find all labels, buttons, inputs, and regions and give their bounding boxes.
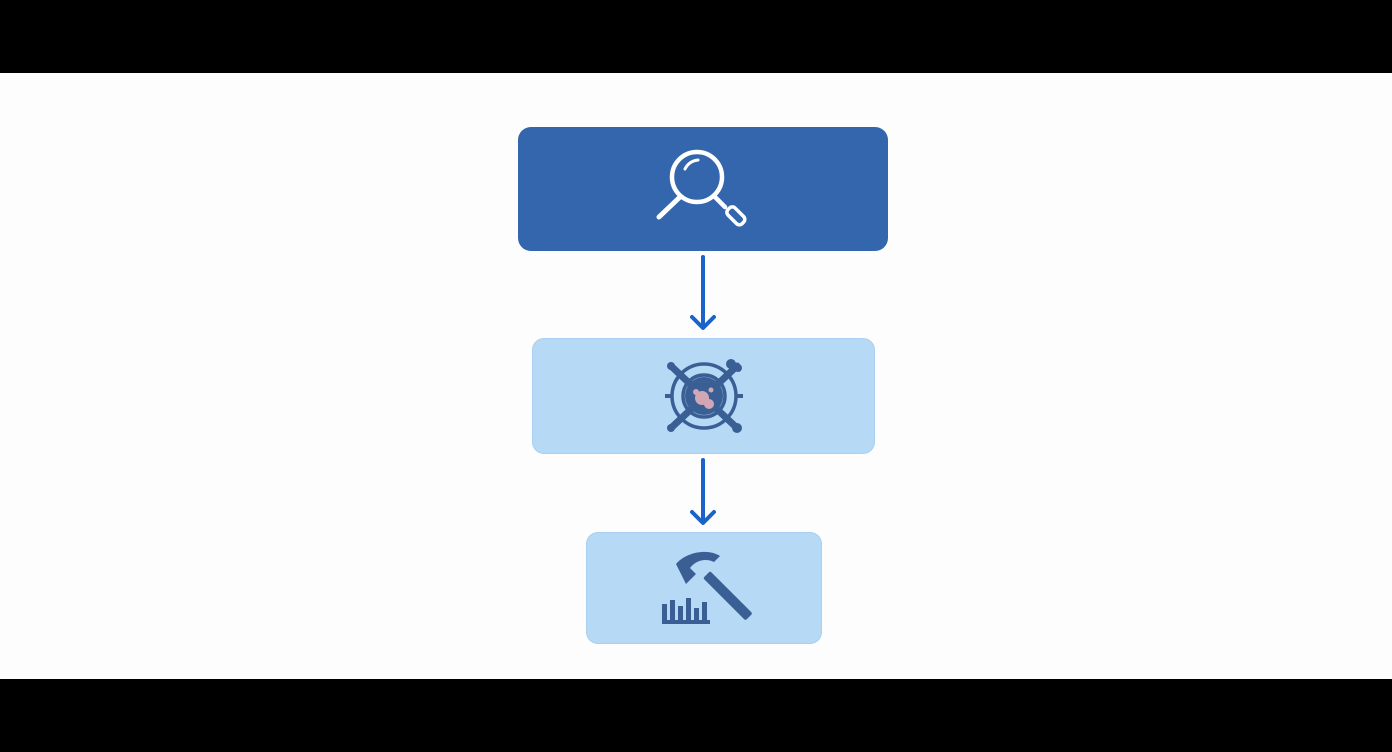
magnifying-glass-icon [656, 149, 747, 227]
handle-right-outer [712, 194, 728, 210]
letterbox-bottom [0, 679, 1392, 752]
lens [669, 149, 725, 205]
flow-step-fix [586, 532, 822, 644]
diagram-canvas [0, 73, 1392, 679]
letterbox-top [0, 0, 1392, 73]
arrow-step2-to-step3 [688, 458, 718, 528]
virus-target-icon [664, 359, 743, 433]
flow-step-threat [532, 338, 875, 454]
hammer-tools-icon [662, 551, 752, 624]
handle-right-grip [725, 205, 747, 227]
lens-glint [683, 158, 700, 171]
flow-step-search [518, 127, 888, 251]
arrow-step1-to-step2 [688, 255, 718, 333]
handle-left [656, 194, 683, 220]
